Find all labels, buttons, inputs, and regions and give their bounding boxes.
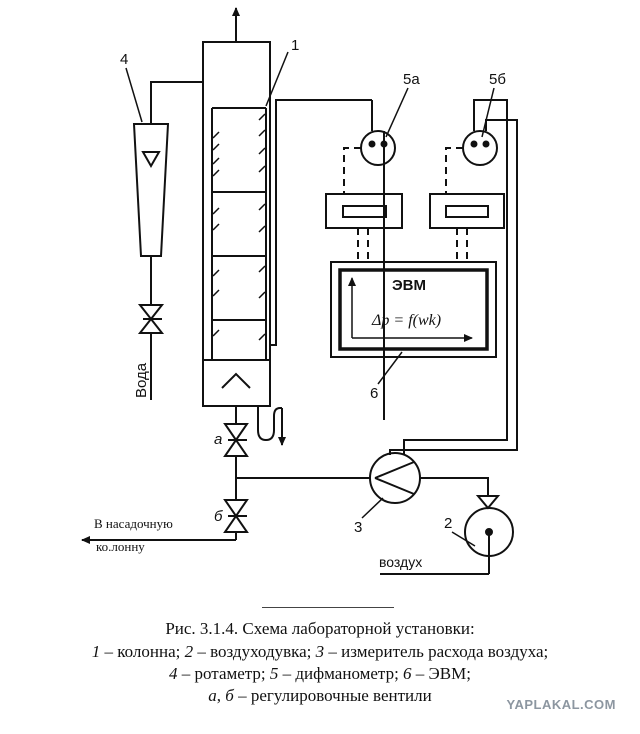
computer [330,261,497,358]
flow-meter-number-label: 3 [354,519,362,536]
air-label: воздух [379,554,422,570]
caption-title: Рис. 3.1.4. Схема лабораторной установки… [0,618,640,639]
computer-number-label: 6 [370,385,378,402]
legend-text-1: – колонна; [100,642,185,661]
column-number-label: 1 [291,37,299,54]
rotameter [132,81,203,305]
air-flow-meter [369,452,489,504]
valve-a-label: а [214,431,222,448]
legend-sep: , [216,686,226,705]
legend-num-5: 5 [269,664,279,683]
legend-text-2: – воздуходувка; [193,642,316,661]
to-column-label-line2: ко.лонну [96,539,145,554]
drain-pipe [257,406,286,446]
to-column-label-line1: В насадочную [94,516,173,531]
valve-b-label: б [214,508,223,525]
water-valve [137,304,165,400]
legend-text-5: – дифманометр; [278,664,404,683]
manometer-a-label: 5а [403,71,420,88]
air-line [81,406,370,544]
legend-num-4: 4 [169,664,178,683]
water-label: Вода [133,362,150,398]
packing-marks [212,113,266,341]
signal-lines [343,147,468,262]
caption-legend-line1: 1 – колонна; 2 – воздуходувка; 3 – измер… [0,641,640,662]
caption-line1: Рис. 3.1.4. Схема лабораторной установки… [165,619,475,638]
formula-label: Δp = f(wk) [371,312,441,329]
legend-text-4: – ротаметр; [177,664,270,683]
transducer-b [429,193,505,229]
manometer-5a [270,99,396,420]
legend-valve-b: б [225,686,234,705]
legend-num-3: 3 [315,642,325,661]
legend-num-1: 1 [91,642,101,661]
caption-legend-line3: а, б – регулировочные вентили [0,685,640,706]
manometer-b-label: 5б [489,71,506,88]
legend-text-6: – ЭВМ; [411,664,471,683]
watermark: YAPLAKAL.COM [506,697,616,712]
legend-text-3: – измеритель расхода воздуха; [324,642,549,661]
caption-legend-line2: 4 – ротаметр; 5 – дифманометр; 6 – ЭВМ; [0,663,640,684]
legend-num-2: 2 [184,642,194,661]
transducer-a [325,193,403,229]
blower-number-label: 2 [444,515,452,532]
rotameter-number-label: 4 [120,51,128,68]
legend-text-valves: – регулировочные вентили [233,686,432,705]
legend-valve-a: а [208,686,217,705]
computer-name-label: ЭВМ [392,277,426,294]
legend-num-6: 6 [403,664,412,683]
caption-rule [262,607,394,608]
lab-setup-diagram: 1 4 Вода а б В насадочную ко.лонну [81,7,518,575]
column [202,7,271,407]
blower [380,495,514,575]
